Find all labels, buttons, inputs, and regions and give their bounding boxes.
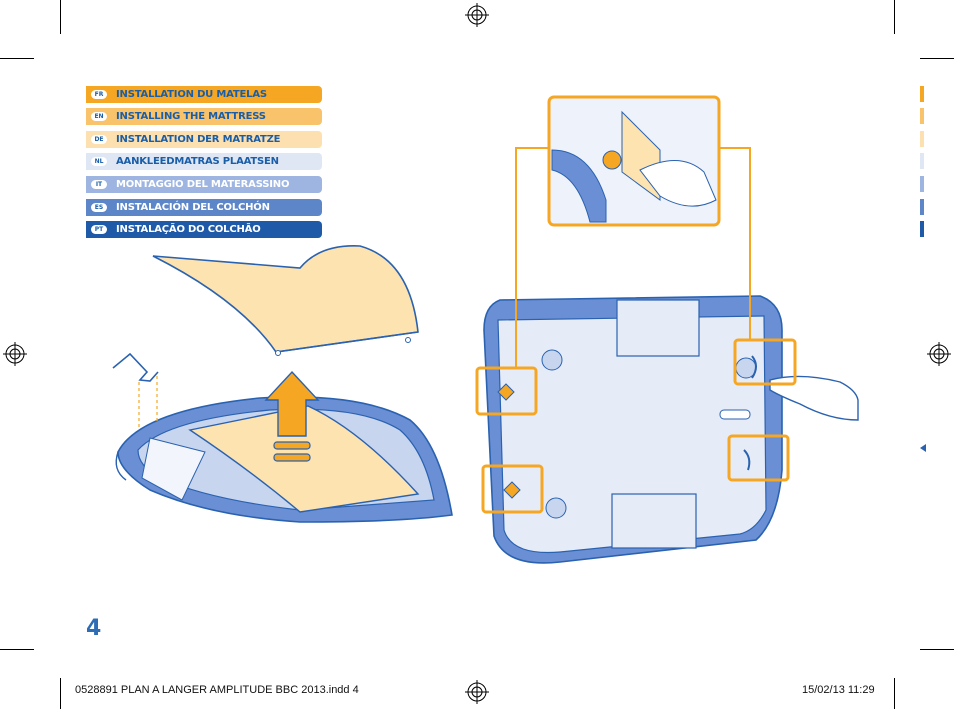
language-row-de: DE INSTALLATION DER MATRATZE [86,131,322,148]
language-row-it: IT MONTAGGIO DEL MATERASSINO [86,176,322,193]
footer-file-info: 0528891 PLAN A LANGER AMPLITUDE BBC 2013… [75,684,359,696]
side-tab-de [920,131,924,147]
registration-mark-icon [3,342,27,366]
side-tab-en [920,108,924,124]
crop-mark-top-right-v [894,0,895,34]
language-row-en: EN INSTALLING THE MATTRESS [86,108,322,125]
hook-illustration [112,352,159,430]
crop-mark-bottom-left-h [0,649,34,650]
registration-mark-icon [465,680,489,704]
crop-mark-top-right-h [920,58,954,59]
fastener-details [497,355,757,499]
crop-mark-top-left-v [60,0,61,34]
registration-mark-icon [465,3,489,27]
side-tab-pt [920,221,924,237]
up-arrow-icon [264,370,320,462]
page-number: 4 [86,616,102,641]
language-code: EN [91,112,107,121]
language-code: DE [91,135,107,144]
language-code: ES [91,203,107,212]
language-row-es: ES INSTALACIÓN DEL COLCHÓN [86,199,322,216]
language-label: INSTALLING THE MATTRESS [116,111,266,122]
callout-top-right [733,338,797,386]
callout-bottom-right [727,434,790,482]
language-row-pt: PT INSTALAÇÃO DO COLCHÃO [86,221,322,238]
side-tab-nl [920,153,924,169]
crop-mark-bottom-right-h [920,649,954,650]
side-tab-fr [920,86,924,102]
language-row-nl: NL AANKLEEDMATRAS PLAATSEN [86,153,322,170]
language-code: NL [91,157,107,166]
highlight-callouts [475,147,797,514]
callout-top-left [475,366,538,416]
language-code: FR [91,90,107,99]
language-code: PT [91,225,107,234]
language-label: AANKLEEDMATRAS PLAATSEN [116,156,279,167]
language-label: INSTALLATION DU MATELAS [116,89,267,100]
crop-mark-bottom-left-v [60,678,61,709]
registration-mark-icon [927,342,951,366]
side-tab-it [920,176,924,192]
language-code: IT [91,180,107,189]
mattress-illustration [152,245,419,356]
zoom-detail [547,95,721,227]
crop-mark-bottom-right-v [894,678,895,709]
tray-underside-illustration [483,295,859,564]
language-row-fr: FR INSTALLATION DU MATELAS [86,86,322,103]
language-label: INSTALLATION DER MATRATZE [116,134,281,145]
crop-mark-top-left-h [0,58,34,59]
callout-bottom-left [481,464,544,514]
side-tab-es [920,199,924,215]
language-label: INSTALACIÓN DEL COLCHÓN [116,202,270,213]
language-label: MONTAGGIO DEL MATERASSINO [116,179,290,190]
footer-date-time: 15/02/13 11:29 [802,684,875,696]
language-label: INSTALAÇÃO DO COLCHÃO [116,224,261,235]
edge-glyph [920,444,926,452]
